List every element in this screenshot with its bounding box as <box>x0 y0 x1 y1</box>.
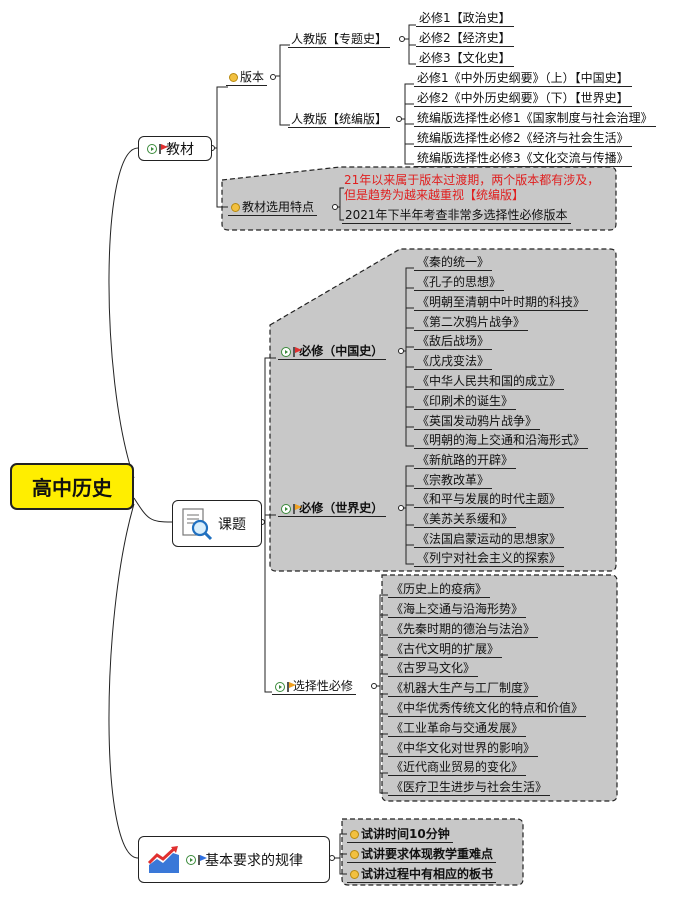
topics-label: 课题 <box>218 516 246 533</box>
play-icon <box>186 854 196 865</box>
list-item[interactable]: 统编版选择性必修3《文化交流与传播》 <box>414 150 632 167</box>
orange-flag-icon <box>287 681 296 692</box>
list-item[interactable]: 《中华优秀传统文化的特点和价值》 <box>388 700 587 717</box>
list-item[interactable]: 统编版选择性必修2《经济与社会生活》 <box>414 130 632 147</box>
list-item[interactable]: 《海上交通与沿海形势》 <box>388 601 527 618</box>
list-item[interactable]: 《近代商业贸易的变化》 <box>388 759 527 776</box>
china-history-label: 必修（中国史） <box>299 344 384 358</box>
root-topic[interactable]: 高中历史 <box>10 463 134 510</box>
topics-node[interactable]: 课题 <box>172 500 262 547</box>
smiley-icon <box>350 870 359 879</box>
features-label: 教材选用特点 <box>242 200 315 214</box>
list-item[interactable]: 《美苏关系缓和》 <box>414 511 517 528</box>
version-label: 版本 <box>240 70 265 84</box>
list-item[interactable]: 《医疗卫生进步与社会生活》 <box>388 779 551 796</box>
task-markers <box>147 143 168 154</box>
world-history-label: 必修（世界史） <box>299 501 384 515</box>
red-flag-icon <box>293 346 302 357</box>
china-history-node[interactable]: 必修（中国史） <box>278 343 387 360</box>
list-item[interactable]: 《第二次鸦片战争》 <box>414 314 529 331</box>
orange-flag-icon <box>293 503 302 514</box>
list-item[interactable]: 《英国发动鸦片战争》 <box>414 413 541 430</box>
features-node[interactable]: 教材选用特点 <box>228 199 318 216</box>
topic-edition-node[interactable]: 人教版【专题史】 <box>288 31 391 48</box>
unified-edition-node[interactable]: 人教版【统编版】 <box>288 111 391 128</box>
task-markers <box>281 503 302 514</box>
list-item[interactable]: 《法国启蒙运动的思想家》 <box>414 531 565 548</box>
list-item[interactable]: 《机器大生产与工厂制度》 <box>388 680 539 697</box>
list-item[interactable]: 《工业革命与交通发展》 <box>388 720 527 737</box>
list-item[interactable]: 《新航路的开辟》 <box>414 452 517 469</box>
list-item[interactable]: 《敌后战场》 <box>414 333 493 350</box>
list-item[interactable]: 《明朝至清朝中叶时期的科技》 <box>414 294 589 311</box>
list-item[interactable]: 《戊戌变法》 <box>414 353 493 370</box>
list-item[interactable]: 《古代文明的扩展》 <box>388 641 503 658</box>
play-icon <box>281 346 291 357</box>
rule-text: 试讲过程中有相应的板书 <box>361 867 494 881</box>
list-item[interactable]: 《和平与发展的时代主题》 <box>414 491 565 508</box>
list-item[interactable]: 《明朝的海上交通和沿海形式》 <box>414 432 589 449</box>
red-flag-icon <box>159 143 168 154</box>
features-note[interactable]: 2021年下半年考查非常多选择性必修版本 <box>342 207 571 224</box>
trend-chart-icon <box>147 845 181 875</box>
list-item[interactable]: 必修2《中外历史纲要》（下）【世界史】 <box>414 90 632 107</box>
list-item[interactable]: 试讲时间10分钟 <box>347 826 453 843</box>
list-item[interactable]: 《秦的统一》 <box>414 254 493 271</box>
list-item[interactable]: 试讲过程中有相应的板书 <box>347 866 497 883</box>
rules-label: 基本要求的规律 <box>205 852 303 869</box>
task-markers <box>275 681 296 692</box>
play-icon <box>275 681 285 692</box>
elective-label: 选择性必修 <box>292 679 353 693</box>
elective-node[interactable]: 选择性必修 <box>272 678 356 695</box>
list-item[interactable]: 《历史上的疫病》 <box>388 581 491 598</box>
rules-node[interactable]: 基本要求的规律 <box>138 836 330 883</box>
list-item[interactable]: 《中华人民共和国的成立》 <box>414 373 565 390</box>
play-icon <box>281 503 291 514</box>
list-item[interactable]: 《宗教改革》 <box>414 472 493 489</box>
list-item[interactable]: 必修2【经济史】 <box>416 30 514 47</box>
textbook-label: 教材 <box>166 141 194 158</box>
list-item[interactable]: 《列宁对社会主义的探索》 <box>414 550 565 567</box>
version-node[interactable]: 版本 <box>226 69 268 86</box>
list-item[interactable]: 《中华文化对世界的影响》 <box>388 740 539 757</box>
list-item[interactable]: 试讲要求体现教学重难点 <box>347 846 497 863</box>
task-markers <box>186 854 207 865</box>
smiley-icon <box>231 203 240 212</box>
play-icon <box>147 143 157 154</box>
list-item[interactable]: 《先秦时期的德治与法治》 <box>388 621 539 638</box>
features-note-red[interactable]: 21年以来属于版本过渡期，两个版本都有涉及，但是趋势为越来越重视【统编版】 <box>344 173 600 202</box>
smiley-icon <box>229 73 238 82</box>
smiley-icon <box>350 850 359 859</box>
list-item[interactable]: 《孔子的思想》 <box>414 274 505 291</box>
smiley-icon <box>350 830 359 839</box>
list-item[interactable]: 《古罗马文化》 <box>388 660 479 677</box>
list-item[interactable]: 《印刷术的诞生》 <box>414 393 517 410</box>
blue-flag-icon <box>198 854 207 865</box>
task-markers <box>281 346 302 357</box>
textbook-node[interactable]: 教材 <box>138 136 212 161</box>
list-item[interactable]: 统编版选择性必修1《国家制度与社会治理》 <box>414 110 656 127</box>
list-item[interactable]: 必修3【文化史】 <box>416 50 514 67</box>
world-history-node[interactable]: 必修（世界史） <box>278 500 387 517</box>
rule-text: 试讲时间10分钟 <box>361 827 450 841</box>
list-item[interactable]: 必修1【政治史】 <box>416 10 514 27</box>
list-item[interactable]: 必修1《中外历史纲要》（上）【中国史】 <box>414 70 632 87</box>
rule-text: 试讲要求体现教学重难点 <box>361 847 494 861</box>
document-search-icon <box>181 507 213 541</box>
